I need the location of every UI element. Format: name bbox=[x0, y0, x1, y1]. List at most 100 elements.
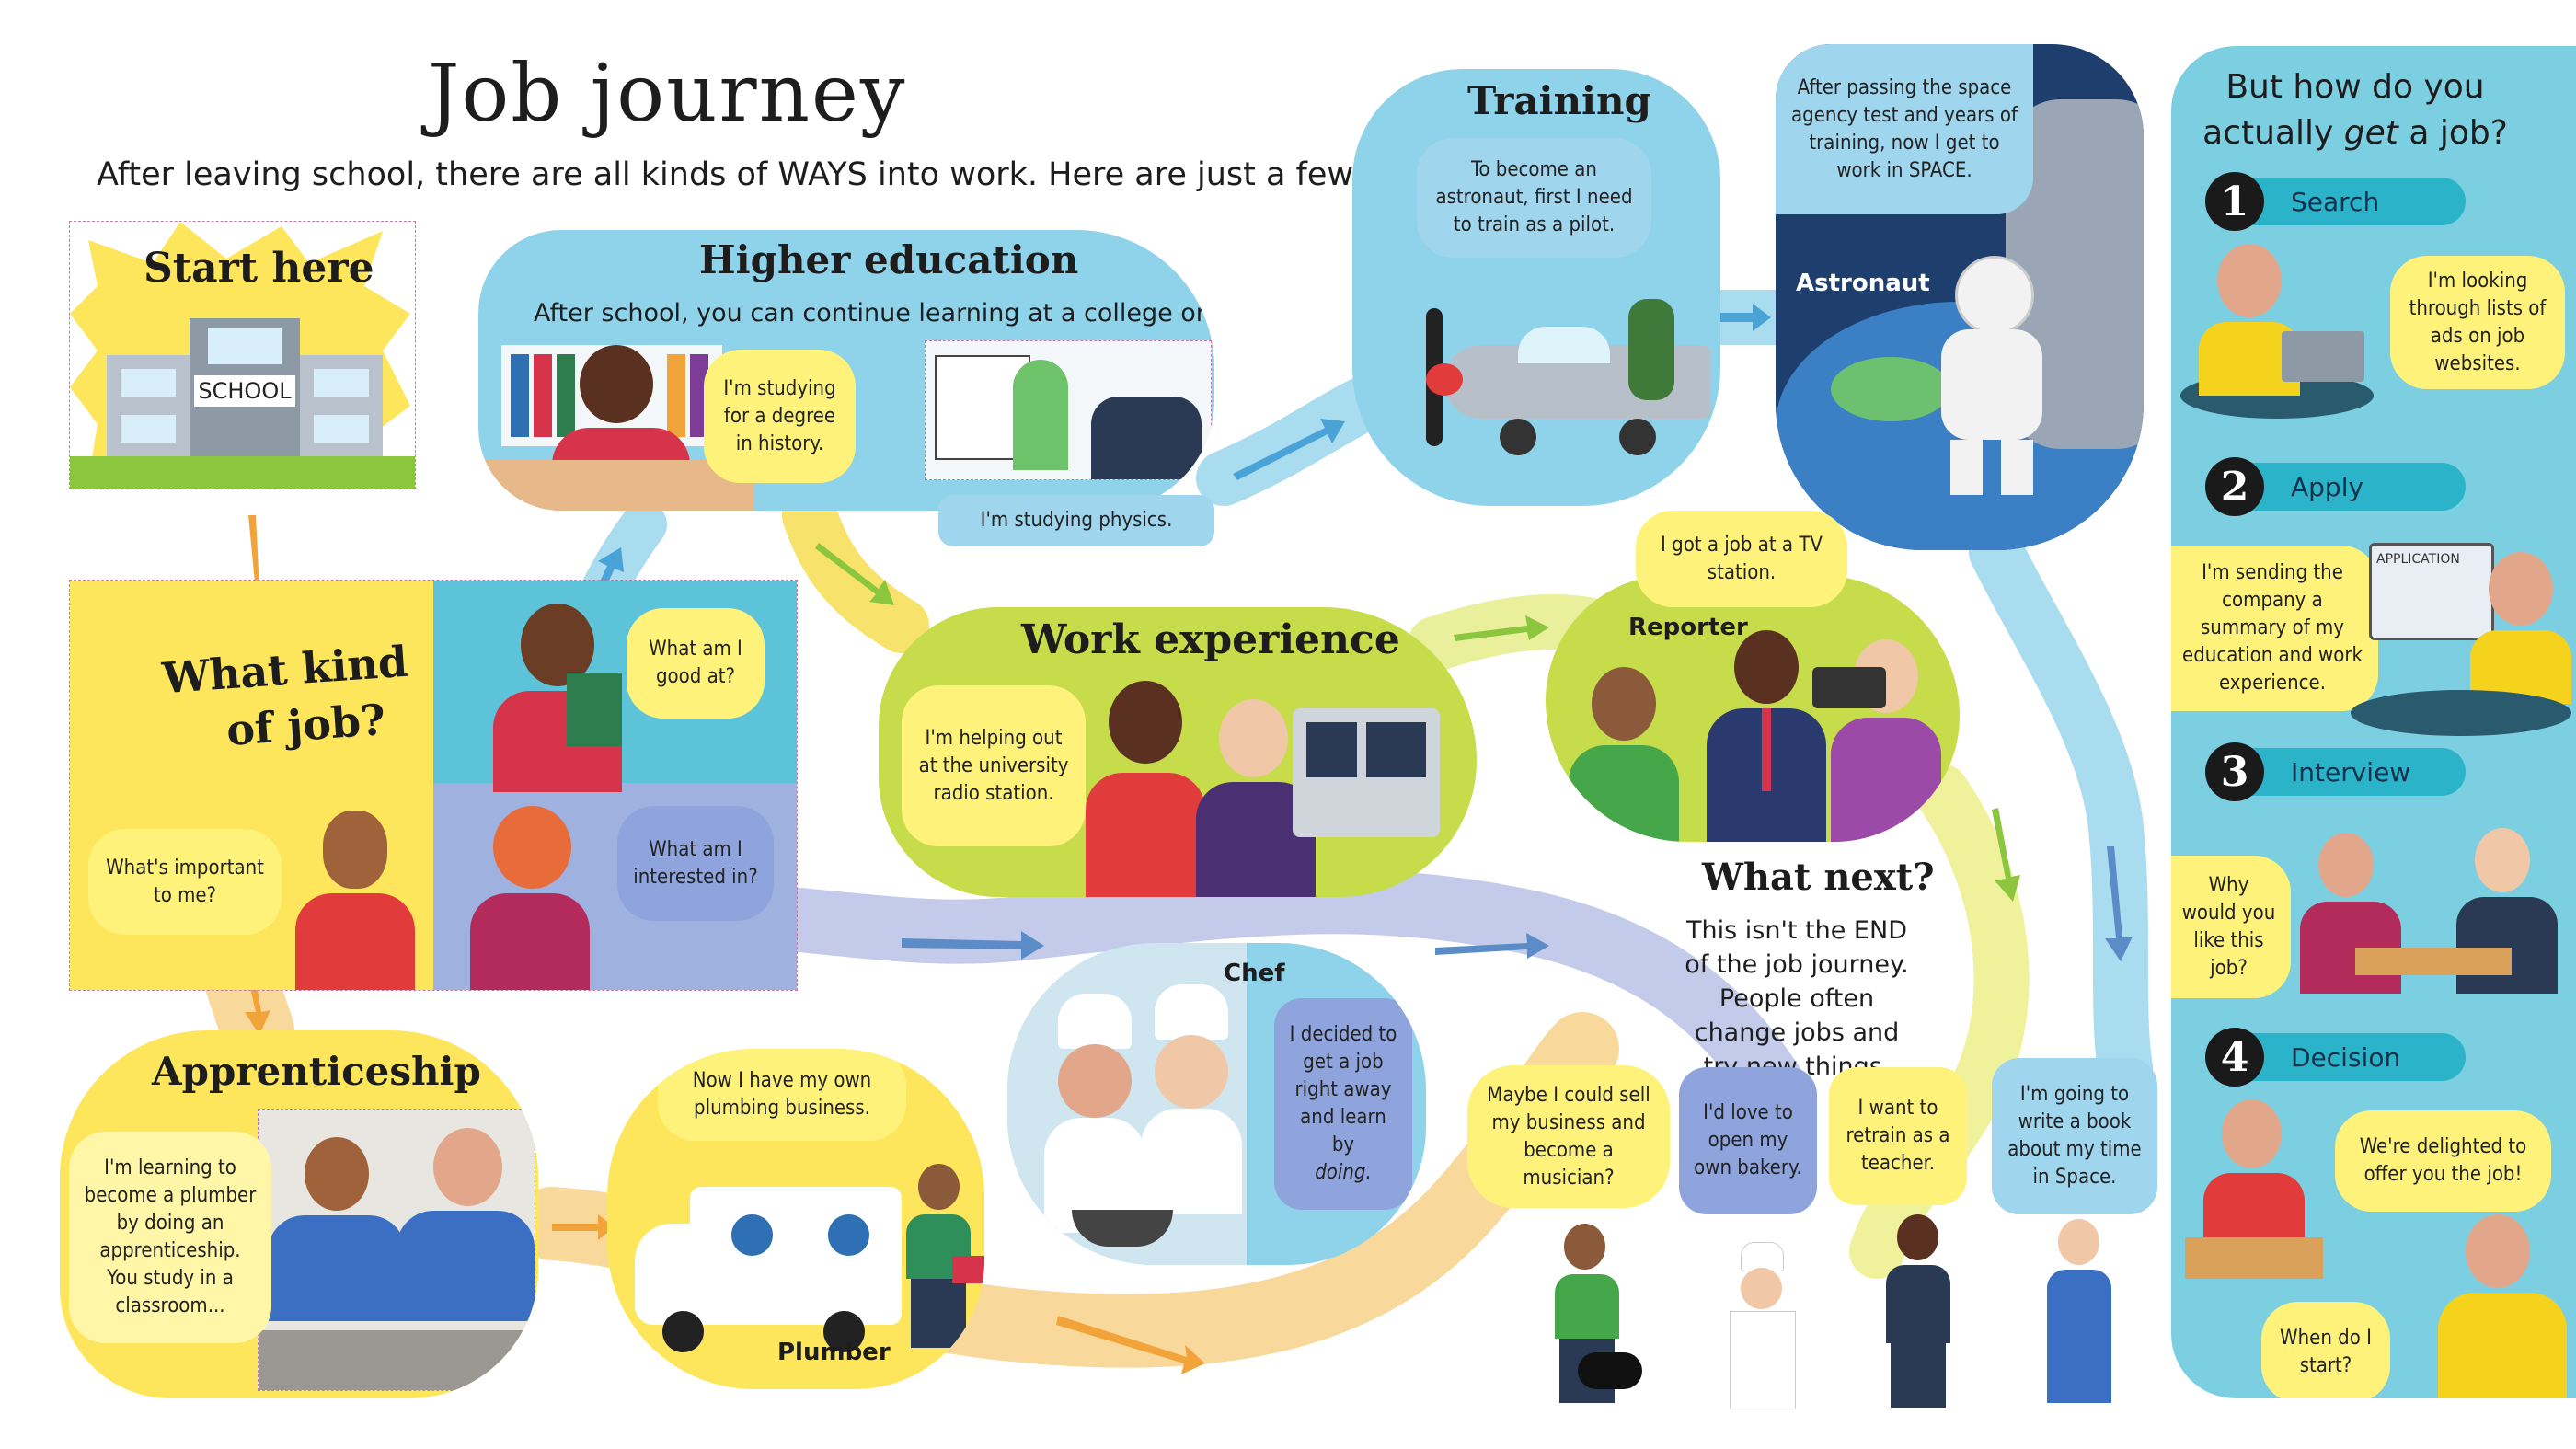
step-3-tab: Interview bbox=[2236, 748, 2466, 796]
chef-figure-1 bbox=[1044, 994, 1145, 1233]
path-blue-1 bbox=[1196, 377, 1389, 506]
sidebar-title-italic: get bbox=[2343, 114, 2398, 152]
apprenticeship-heading: Apprenticeship bbox=[152, 1049, 481, 1094]
plumber-label: Plumber bbox=[777, 1339, 891, 1366]
bubble-reporter: I got a job at a TV station. bbox=[1636, 511, 1847, 607]
school-sign: SCHOOL bbox=[194, 375, 295, 407]
arrows-orange bbox=[239, 515, 1205, 1374]
step-4-bubble: We're delighted to offer you the job! bbox=[2335, 1110, 2551, 1212]
bubble-good-at: What am I good at? bbox=[627, 608, 765, 719]
plumber-van bbox=[635, 1178, 902, 1352]
applicant-figure: APPLICATION bbox=[2351, 534, 2571, 736]
bubble-chef-italic: doing. bbox=[1315, 1161, 1372, 1184]
sidebar-panel: But how do you actually get a job? Searc… bbox=[2171, 46, 2576, 1398]
plumber-panel: Now I have my own plumbing business. Plu… bbox=[607, 1049, 984, 1389]
camera-operator-figure bbox=[1812, 630, 1950, 842]
teacher-figure bbox=[1877, 1214, 1960, 1408]
bubble-history: I'm studying for a degree in history. bbox=[704, 350, 856, 483]
step-2-bubble: I'm sending the company a summary of my … bbox=[2171, 546, 2378, 711]
astronaut-figure bbox=[1923, 256, 2061, 495]
bubble-interested: What am I interested in? bbox=[617, 806, 774, 921]
step-4-tab: Decision bbox=[2236, 1033, 2466, 1081]
reporter-label: Reporter bbox=[1628, 614, 1748, 641]
arrows-blue bbox=[902, 846, 2133, 961]
plane bbox=[1408, 290, 1711, 455]
what-kind-panel: What kind of job? What's important to me… bbox=[69, 580, 798, 991]
reporter-panel: Reporter bbox=[1546, 575, 1960, 842]
work-exp-heading: Work experience bbox=[1021, 616, 1400, 663]
step-4-reply: When do I start? bbox=[2261, 1302, 2390, 1398]
radio-desk bbox=[1293, 708, 1440, 837]
step-3-bubble: Why would you like this job? bbox=[2171, 856, 2291, 998]
bubble-apprenticeship: I'm learning to become a plumber by doin… bbox=[69, 1132, 271, 1343]
candidate-figure bbox=[2429, 1214, 2576, 1398]
writer-figure bbox=[2038, 1219, 2121, 1403]
astronaut-label: Astronaut bbox=[1796, 270, 1930, 297]
radio-student-figure bbox=[1076, 672, 1214, 897]
kitchen-scene bbox=[1007, 943, 1247, 1265]
school-building: SCHOOL bbox=[107, 318, 383, 456]
girl-thinking-figure bbox=[456, 797, 604, 990]
chef-label: Chef bbox=[1224, 960, 1285, 987]
application-screen-text: APPLICATION bbox=[2376, 552, 2460, 567]
student-books-figure bbox=[475, 590, 640, 792]
bubble-physics-visible: I'm studying physics. bbox=[938, 495, 1214, 546]
bubble-book: I'm going to write a book about my time … bbox=[1992, 1058, 2157, 1214]
training-panel: Training To become an astronaut, first I… bbox=[1352, 69, 1720, 506]
what-next-text: This isn't the END of the job journey. P… bbox=[1685, 916, 1909, 1081]
start-heading: Start here bbox=[144, 245, 374, 292]
path-yellow-1 bbox=[782, 488, 929, 653]
start-panel: Start here SCHOOL bbox=[69, 221, 416, 489]
chef-figure-2 bbox=[1141, 984, 1242, 1214]
plumber-mentor-figure bbox=[397, 1128, 535, 1321]
lecture-scene bbox=[925, 340, 1212, 480]
work-exp-panel: Work experience I'm helping out at the u… bbox=[879, 607, 1477, 897]
bubble-chef: I decided to get a job right away and le… bbox=[1274, 998, 1412, 1210]
path-lavender bbox=[667, 869, 1817, 1136]
step-1-number: 1 bbox=[2205, 172, 2264, 231]
step-3-number: 3 bbox=[2205, 742, 2264, 801]
reporter-figure bbox=[1697, 621, 1835, 842]
employer-figure bbox=[2185, 1099, 2323, 1283]
bubble-chef-text: I decided to get a job right away and le… bbox=[1289, 1023, 1397, 1156]
chef-panel: Chef I decided to get a job right away a… bbox=[1007, 943, 1426, 1265]
workshop-scene bbox=[258, 1109, 535, 1391]
bubble-plumber: Now I have my own plumbing business. bbox=[658, 1049, 906, 1141]
training-heading: Training bbox=[1467, 78, 1651, 123]
step-2-number: 2 bbox=[2205, 457, 2264, 516]
bubble-training: To become an astronaut, first I need to … bbox=[1417, 138, 1651, 258]
what-next-heading: What next? bbox=[1702, 856, 1935, 899]
step-4-number: 4 bbox=[2205, 1028, 2264, 1087]
path-blue-3 bbox=[1969, 524, 2153, 1095]
bubble-musician: Maybe I could sell my business and becom… bbox=[1467, 1065, 1670, 1208]
searcher-figure bbox=[2180, 244, 2374, 419]
baker-figure bbox=[1720, 1242, 1803, 1409]
plumber-figure bbox=[902, 1164, 984, 1348]
arrows-green bbox=[815, 543, 2020, 902]
sidebar-title-2: actually bbox=[2202, 114, 2334, 152]
sidebar-title-1: But how do you bbox=[2225, 68, 2485, 106]
bubble-bakery: I'd love to open my own bakery. bbox=[1679, 1067, 1817, 1214]
bubble-teacher: I want to retrain as a teacher. bbox=[1829, 1067, 1967, 1205]
musician-figure bbox=[1536, 1224, 1642, 1408]
apprenticeship-panel: Apprenticeship I'm learning to become a … bbox=[60, 1030, 538, 1398]
interview-scene bbox=[2300, 828, 2567, 1012]
astronaut-panel: After passing the space agency test and … bbox=[1776, 44, 2144, 550]
step-1-tab: Search bbox=[2236, 178, 2466, 225]
bubble-astronaut: After passing the space agency test and … bbox=[1776, 44, 2033, 214]
step-2-tab: Apply bbox=[2236, 463, 2466, 511]
higher-ed-caption: After school, you can continue learning … bbox=[534, 299, 1214, 328]
interviewee-figure bbox=[1564, 649, 1684, 842]
sidebar-title: But how do you actually get a job? bbox=[2171, 64, 2539, 156]
step-1-bubble: I'm looking through lists of ads on job … bbox=[2390, 256, 2565, 389]
higher-ed-panel: Higher education After school, you can c… bbox=[478, 230, 1214, 511]
sidebar-title-3: a job? bbox=[2409, 114, 2508, 152]
apprentice-figure bbox=[268, 1137, 406, 1321]
radio-host-figure bbox=[1187, 690, 1325, 897]
bubble-work-exp: I'm helping out at the university radio … bbox=[902, 685, 1086, 846]
page-title: Job journey bbox=[428, 48, 907, 140]
higher-ed-heading: Higher education bbox=[699, 237, 1079, 282]
boy-backpack-figure bbox=[282, 792, 429, 990]
bubble-important: What's important to me? bbox=[88, 829, 282, 935]
page-intro: After leaving school, there are all kind… bbox=[97, 156, 1361, 193]
